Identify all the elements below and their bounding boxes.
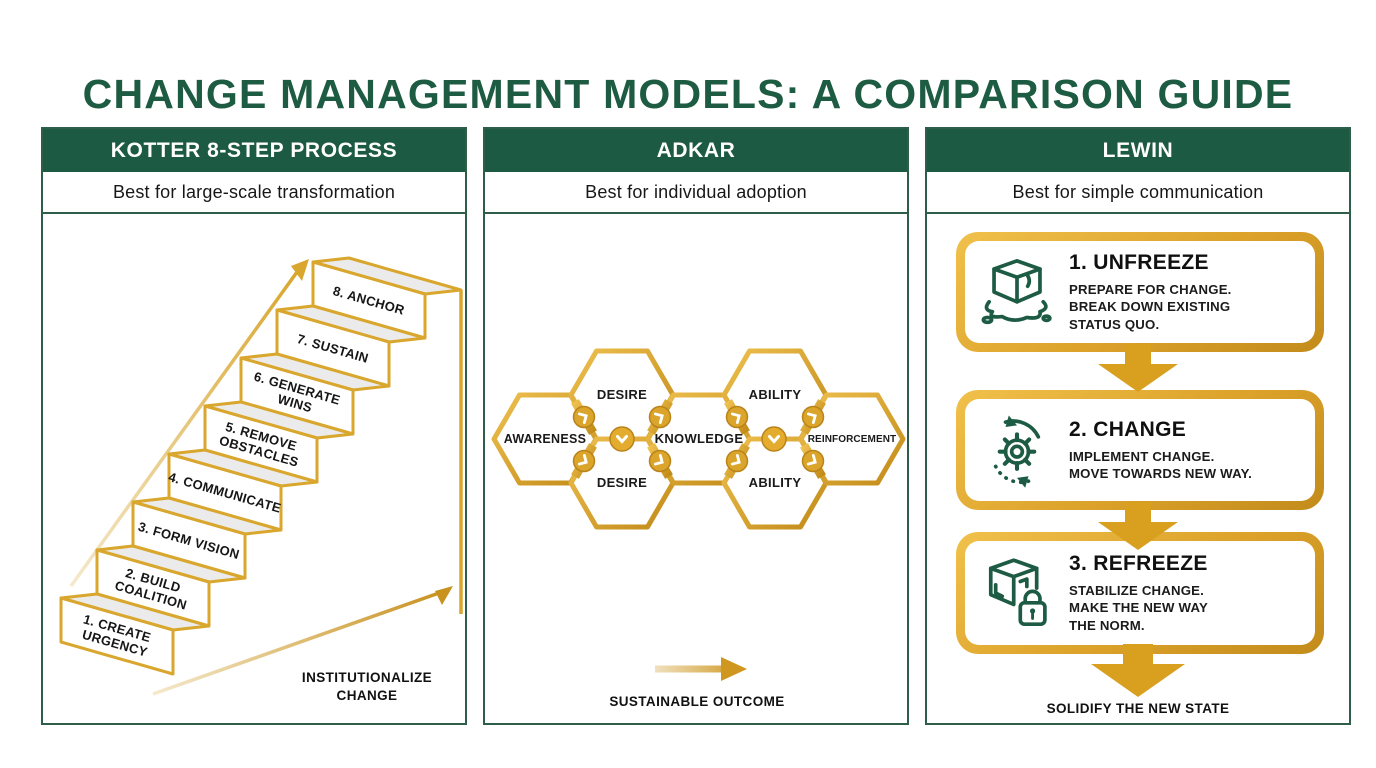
junction-badges [572,405,825,473]
down-arrow-icon [1091,644,1185,697]
comparison-columns: KOTTER 8-STEP PROCESS Best for large-sca… [41,127,1351,725]
lewin-footnote: SOLIDIFY THE NEW STATE [1046,701,1230,716]
lewin-stage-card-change: 2. CHANGE IMPLEMENT CHANGE. MOVE TOWARDS… [956,390,1324,510]
panel-adkar: ADKAR Best for individual adoption [483,127,909,725]
kotter-body: 1. CREATE URGENCY 2. BUILD COALITION 3. … [43,214,465,723]
lewin-header: LEWIN [927,129,1349,172]
label-awareness: AWARENESS [504,432,587,446]
adkar-subtitle: Best for individual adoption [485,172,907,214]
kotter-staircase-diagram: 1. CREATE URGENCY 2. BUILD COALITION 3. … [59,256,463,703]
svg-text:CHANGE: CHANGE [337,688,398,703]
label-desire-bottom: DESIRE [597,475,647,490]
label-ability-top: ABILITY [749,387,802,402]
adkar-footnote: SUSTAINABLE OUTCOME [609,694,784,709]
panel-kotter: KOTTER 8-STEP PROCESS Best for large-sca… [41,127,467,725]
hex-labels: AWARENESS DESIRE DESIRE KNOWLEDGE ABILIT… [504,387,897,490]
honeycomb [491,348,906,530]
down-arrow-icon [1098,344,1178,392]
hexagon-reinforcement [798,392,906,486]
cube-lock-icon [965,552,1069,634]
gear-refresh-icon [965,409,1069,491]
label-knowledge: KNOWLEDGE [655,431,744,446]
kotter-header: KOTTER 8-STEP PROCESS [43,129,465,172]
lewin-stage-card-refreeze: 3. REFREEZE STABILIZE CHANGE. MAKE THE N… [956,532,1324,654]
staircase [59,256,463,676]
adkar-honeycomb-diagram: AWARENESS DESIRE DESIRE KNOWLEDGE ABILIT… [491,348,906,709]
junction-chevron-icon [648,405,672,429]
junction-chevron-icon [725,405,749,429]
junction-check-icon [609,426,635,452]
lewin-stage-card-unfreeze: 1. UNFREEZE PREPARE FOR CHANGE. BREAK DO… [956,232,1324,352]
junction-chevron-icon [725,449,749,473]
adkar-body: AWARENESS DESIRE DESIRE KNOWLEDGE ABILIT… [485,214,907,723]
junction-check-icon [761,426,787,452]
page-title: CHANGE MANAGEMENT MODELS: A COMPARISON G… [82,71,1294,118]
lewin-subtitle: Best for simple communication [927,172,1349,214]
growth-arrow-icon [69,259,309,588]
outcome-arrow-icon [655,657,747,681]
adkar-header: ADKAR [485,129,907,172]
label-reinforcement: REINFORCEMENT [808,434,897,445]
stage-title: 1. UNFREEZE [1069,251,1209,275]
kotter-footnote: INSTITUTIONALIZE [302,670,432,685]
melting-ice-cube-icon [965,251,1069,333]
lewin-body: 1. UNFREEZE PREPARE FOR CHANGE. BREAK DO… [927,214,1349,723]
kotter-subtitle: Best for large-scale transformation [43,172,465,214]
junction-chevron-icon [572,449,596,473]
stage-title: 2. CHANGE [1069,417,1187,441]
junction-chevron-icon [801,405,825,429]
junction-chevron-icon [801,449,825,473]
label-desire-top: DESIRE [597,387,647,402]
down-arrow-icon [1098,502,1178,550]
label-ability-bottom: ABILITY [749,475,802,490]
junction-chevron-icon [572,405,596,429]
panel-lewin: LEWIN Best for simple communication [925,127,1351,725]
junction-chevron-icon [648,449,672,473]
institutionalize-arrow-icon [152,586,453,696]
stage-title: 3. REFREEZE [1069,552,1208,576]
